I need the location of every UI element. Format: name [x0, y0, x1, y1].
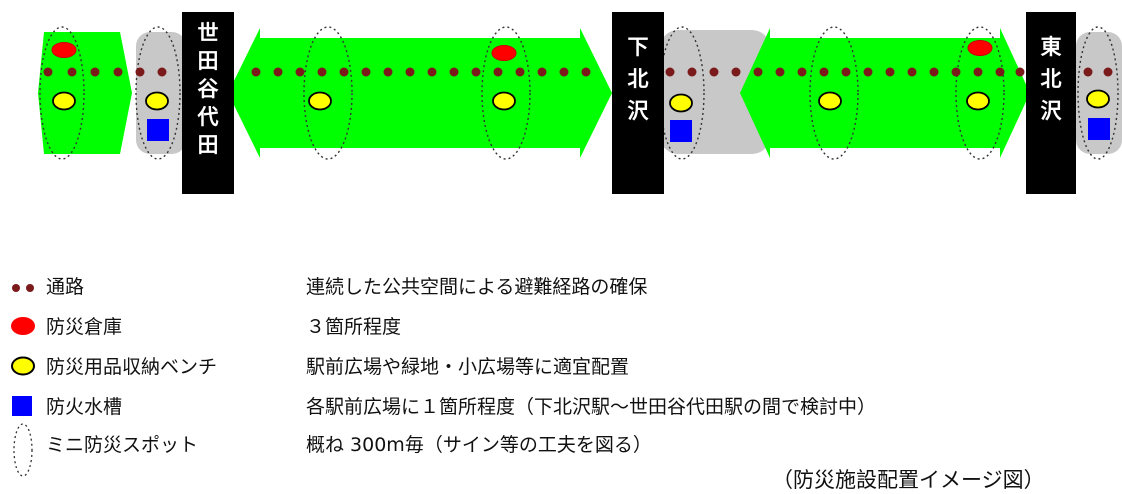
legend-row-mini-spot: ミニ防災スポット 概ね 300m毎（サイン等の工夫を図る） — [0, 423, 1122, 478]
station-label-higashikitazawa-char-2: 沢 — [1041, 99, 1063, 123]
legend-row-path: 通路 連続した公共空間による避難経路の確保 — [0, 270, 1122, 300]
mini-spot-2 — [135, 26, 181, 160]
station-label-shimokitazawa-char-0: 下 — [628, 35, 649, 59]
water-tank-icon — [12, 396, 32, 416]
bench-marker-6 — [818, 91, 842, 111]
warehouse-marker-2 — [491, 45, 517, 61]
legend-desc-path: 連続した公共空間による避難経路の確保 — [306, 276, 648, 298]
bench-marker-1 — [52, 91, 76, 111]
station-bar-higashikitazawa — [1026, 12, 1076, 194]
station-label-shimokitazawa-char-1: 北 — [628, 67, 649, 91]
mini-spot-1 — [39, 26, 85, 160]
bench-marker-3 — [308, 91, 332, 111]
legend-desc-water-tank: 各駅前広場に１箇所程度（下北沢駅～世田谷代田駅の間で検討中） — [306, 396, 877, 418]
bench-marker-2 — [145, 91, 169, 111]
legend-label-warehouse: 防災倉庫 — [46, 316, 123, 338]
legend-label-mini-spot: ミニ防災スポット — [46, 434, 199, 456]
mini-spot-8 — [1077, 26, 1119, 160]
mini-spot-7 — [955, 26, 1005, 160]
corridor-segment-2 — [228, 28, 612, 158]
warehouse-icon — [11, 317, 35, 335]
legend-row-water-tank: 防火水槽 各駅前広場に１箇所程度（下北沢駅～世田谷代田駅の間で検討中） — [0, 390, 1122, 420]
mini-spot-4 — [481, 26, 531, 160]
water-tank-marker-2 — [670, 120, 692, 142]
mini-spot-3 — [303, 26, 353, 160]
station-label-shimokitazawa-char-2: 沢 — [628, 99, 650, 123]
legend-desc-warehouse: ３箇所程度 — [306, 316, 402, 338]
legend-label-path: 通路 — [46, 276, 85, 298]
warehouse-marker-1 — [51, 42, 77, 58]
bench-marker-5 — [669, 93, 693, 113]
mini-spot-icon — [13, 423, 33, 477]
station-bar-shimokitazawa — [612, 12, 664, 194]
legend-desc-mini-spot: 概ね 300m毎（サイン等の工夫を図る） — [306, 434, 652, 456]
bench-marker-8 — [1086, 89, 1110, 109]
legend: 通路 連続した公共空間による避難経路の確保 防災倉庫 ３箇所程度 防災用品収納ベ… — [0, 260, 1122, 486]
figure-caption: （防災施設配置イメージ図） — [772, 468, 1045, 492]
station-label-setagayadaita-char-1: 田 — [198, 49, 219, 73]
station-label-setagayadaita-char-0: 世 — [198, 21, 219, 45]
water-tank-marker-3 — [1088, 118, 1110, 140]
station-label-higashikitazawa-char-0: 東 — [1041, 35, 1062, 59]
corridor-segment-1 — [38, 32, 132, 154]
station-label-higashikitazawa-char-1: 北 — [1041, 67, 1062, 91]
bench-marker-7 — [966, 91, 990, 111]
legend-label-bench: 防災用品収納ベンチ — [46, 356, 218, 378]
legend-label-water-tank: 防火水槽 — [46, 396, 123, 418]
station-bar-setagayadaita — [182, 12, 234, 194]
bench-icon — [11, 356, 35, 376]
station-label-setagayadaita-char-4: 田 — [198, 133, 219, 157]
water-tank-marker-1 — [147, 119, 169, 141]
legend-row-bench: 防災用品収納ベンチ 駅前広場や緑地・小広場等に適宜配置 — [0, 350, 1122, 380]
warehouse-marker-3 — [967, 40, 993, 56]
station-label-setagayadaita-char-2: 谷 — [198, 77, 220, 101]
legend-desc-bench: 駅前広場や緑地・小広場等に適宜配置 — [306, 356, 630, 378]
station-label-setagayadaita-char-3: 代 — [197, 105, 219, 129]
path-dots-icon — [12, 284, 34, 292]
bench-marker-4 — [492, 91, 516, 111]
mini-spot-6 — [809, 26, 859, 160]
legend-row-warehouse: 防災倉庫 ３箇所程度 — [0, 310, 1122, 340]
